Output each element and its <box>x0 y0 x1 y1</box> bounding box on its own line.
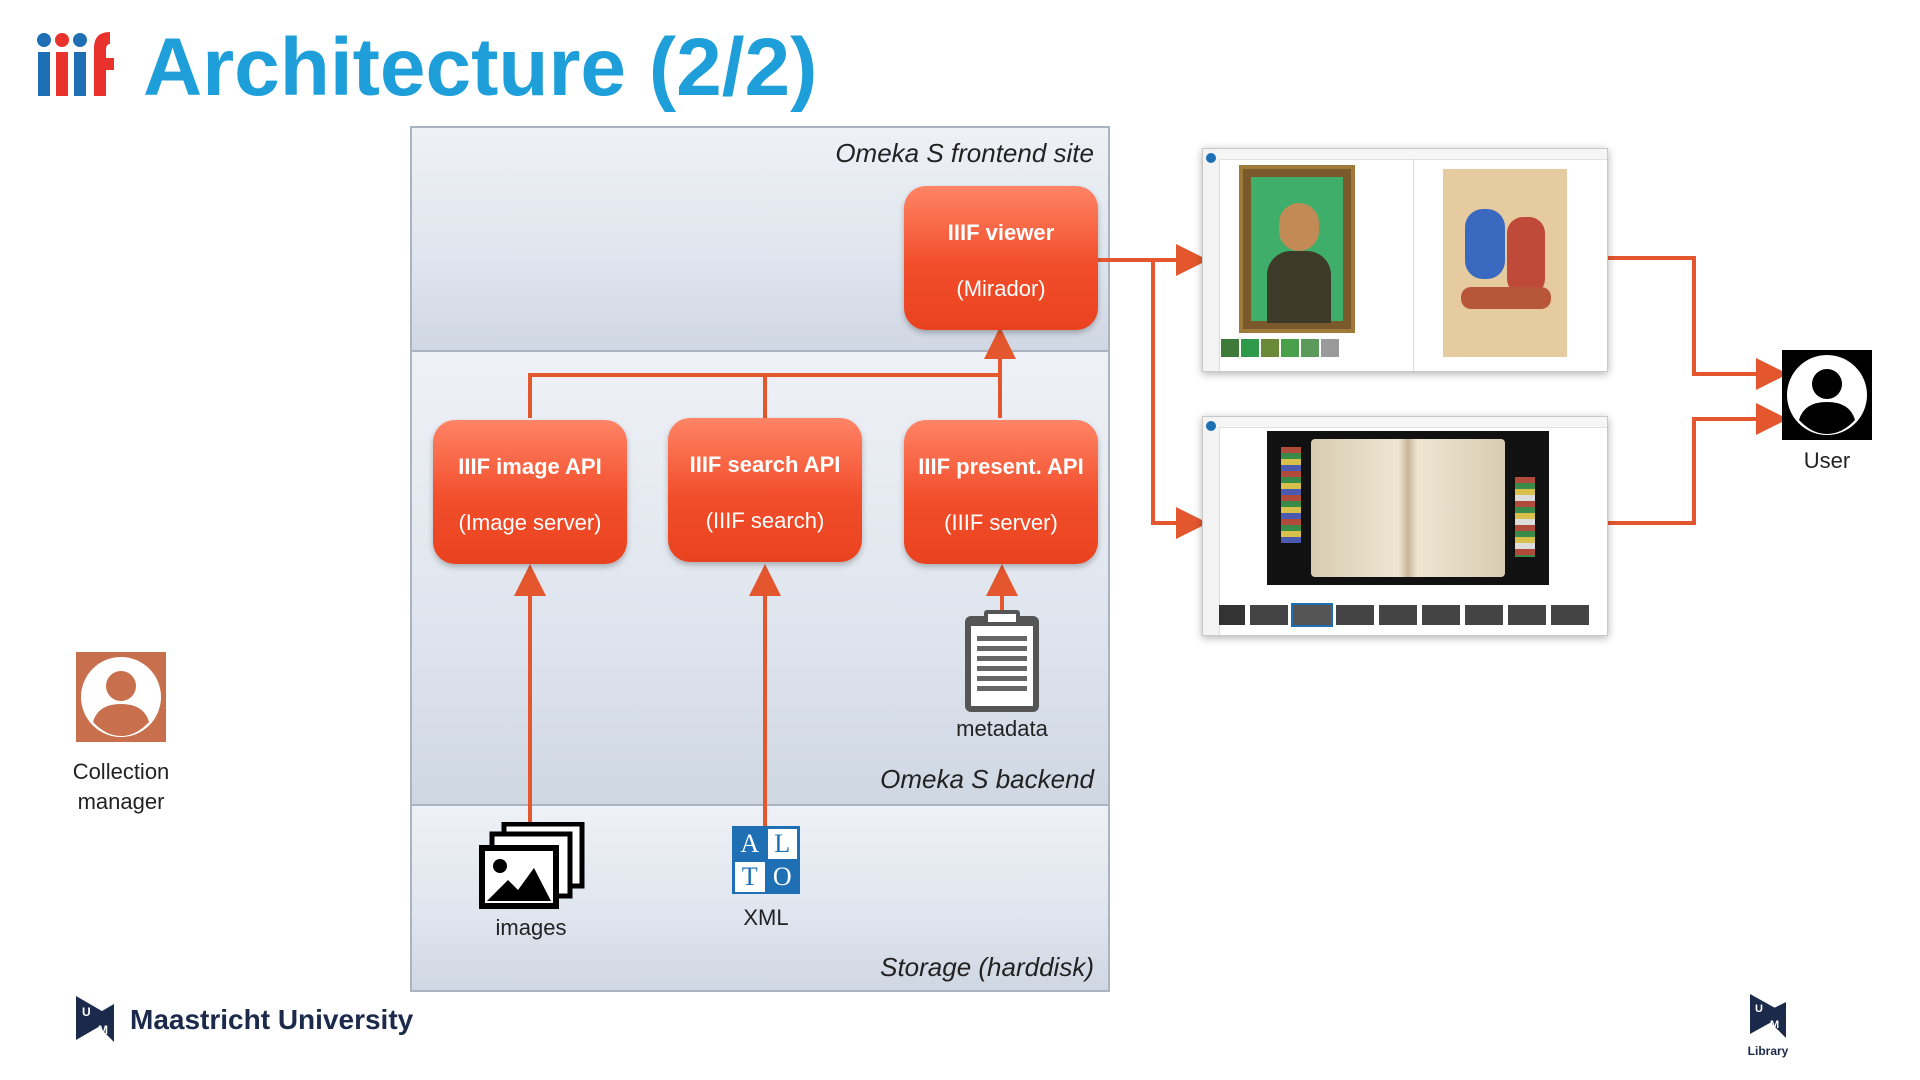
clipboard-icon <box>965 610 1039 712</box>
um-library-logo-icon: U M <box>1750 994 1786 1038</box>
iiif-viewer-box: IIIF viewer (Mirador) <box>904 186 1098 330</box>
university-name: Maastricht University <box>130 1004 414 1035</box>
svg-text:M: M <box>1770 1019 1779 1031</box>
alto-xml-icon: A L T O <box>732 826 800 894</box>
iiif-image-api-sub: (Image server) <box>458 510 602 535</box>
svg-text:U: U <box>82 1005 91 1019</box>
alto-letter-l: L <box>767 829 797 859</box>
iiif-present-api-box: IIIF present. API (IIIF server) <box>904 420 1098 564</box>
backend-layer-label: Omeka S backend <box>880 764 1094 794</box>
svg-text:U: U <box>1755 1003 1763 1015</box>
alto-letter-t: T <box>735 862 765 892</box>
library-label: Library <box>1747 1044 1789 1058</box>
thumbnail-strip <box>1221 339 1339 357</box>
alto-letter-a: A <box>740 829 760 858</box>
images-label: images <box>495 915 567 940</box>
page-title: Architecture (2/2) <box>143 22 818 113</box>
screenshot-toolbar <box>1203 149 1220 371</box>
um-logo-icon: U M <box>76 996 114 1042</box>
thumbnail-strip-manuscript <box>1219 603 1589 627</box>
collection-manager-icon <box>76 652 166 742</box>
iiif-image-api-title: IIIF image API <box>458 454 602 479</box>
alto-letter-o: O <box>772 862 792 891</box>
mirador-screenshot-paintings <box>1202 148 1608 372</box>
iiif-viewer-sub: (Mirador) <box>956 276 1046 301</box>
manuscript-image <box>1267 431 1549 585</box>
mirador-screenshot-manuscript <box>1202 416 1608 636</box>
metadata-label: metadata <box>956 716 1048 741</box>
van-gogh-painting <box>1239 165 1355 333</box>
iiif-search-api-title: IIIF search API <box>689 452 841 477</box>
xml-label: XML <box>743 905 789 930</box>
images-icon <box>479 822 585 909</box>
user-label: User <box>1803 448 1851 473</box>
collection-manager-label: Collection manager <box>72 759 170 814</box>
iiif-viewer-title: IIIF viewer <box>947 220 1055 245</box>
iiif-logo <box>37 32 114 96</box>
storage-layer-label: Storage (harddisk) <box>880 952 1094 982</box>
user-icon <box>1782 350 1872 440</box>
iiif-present-api-sub: (IIIF server) <box>944 510 1058 535</box>
svg-text:M: M <box>98 1023 108 1037</box>
iiif-image-api-box: IIIF image API (Image server) <box>433 420 627 564</box>
iiif-search-api-sub: (IIIF search) <box>705 508 825 533</box>
iiif-present-api-title: IIIF present. API <box>918 454 1084 479</box>
frontend-layer-label: Omeka S frontend site <box>835 138 1094 168</box>
krishna-painting <box>1443 169 1567 357</box>
iiif-search-api-box: IIIF search API (IIIF search) <box>668 418 862 562</box>
